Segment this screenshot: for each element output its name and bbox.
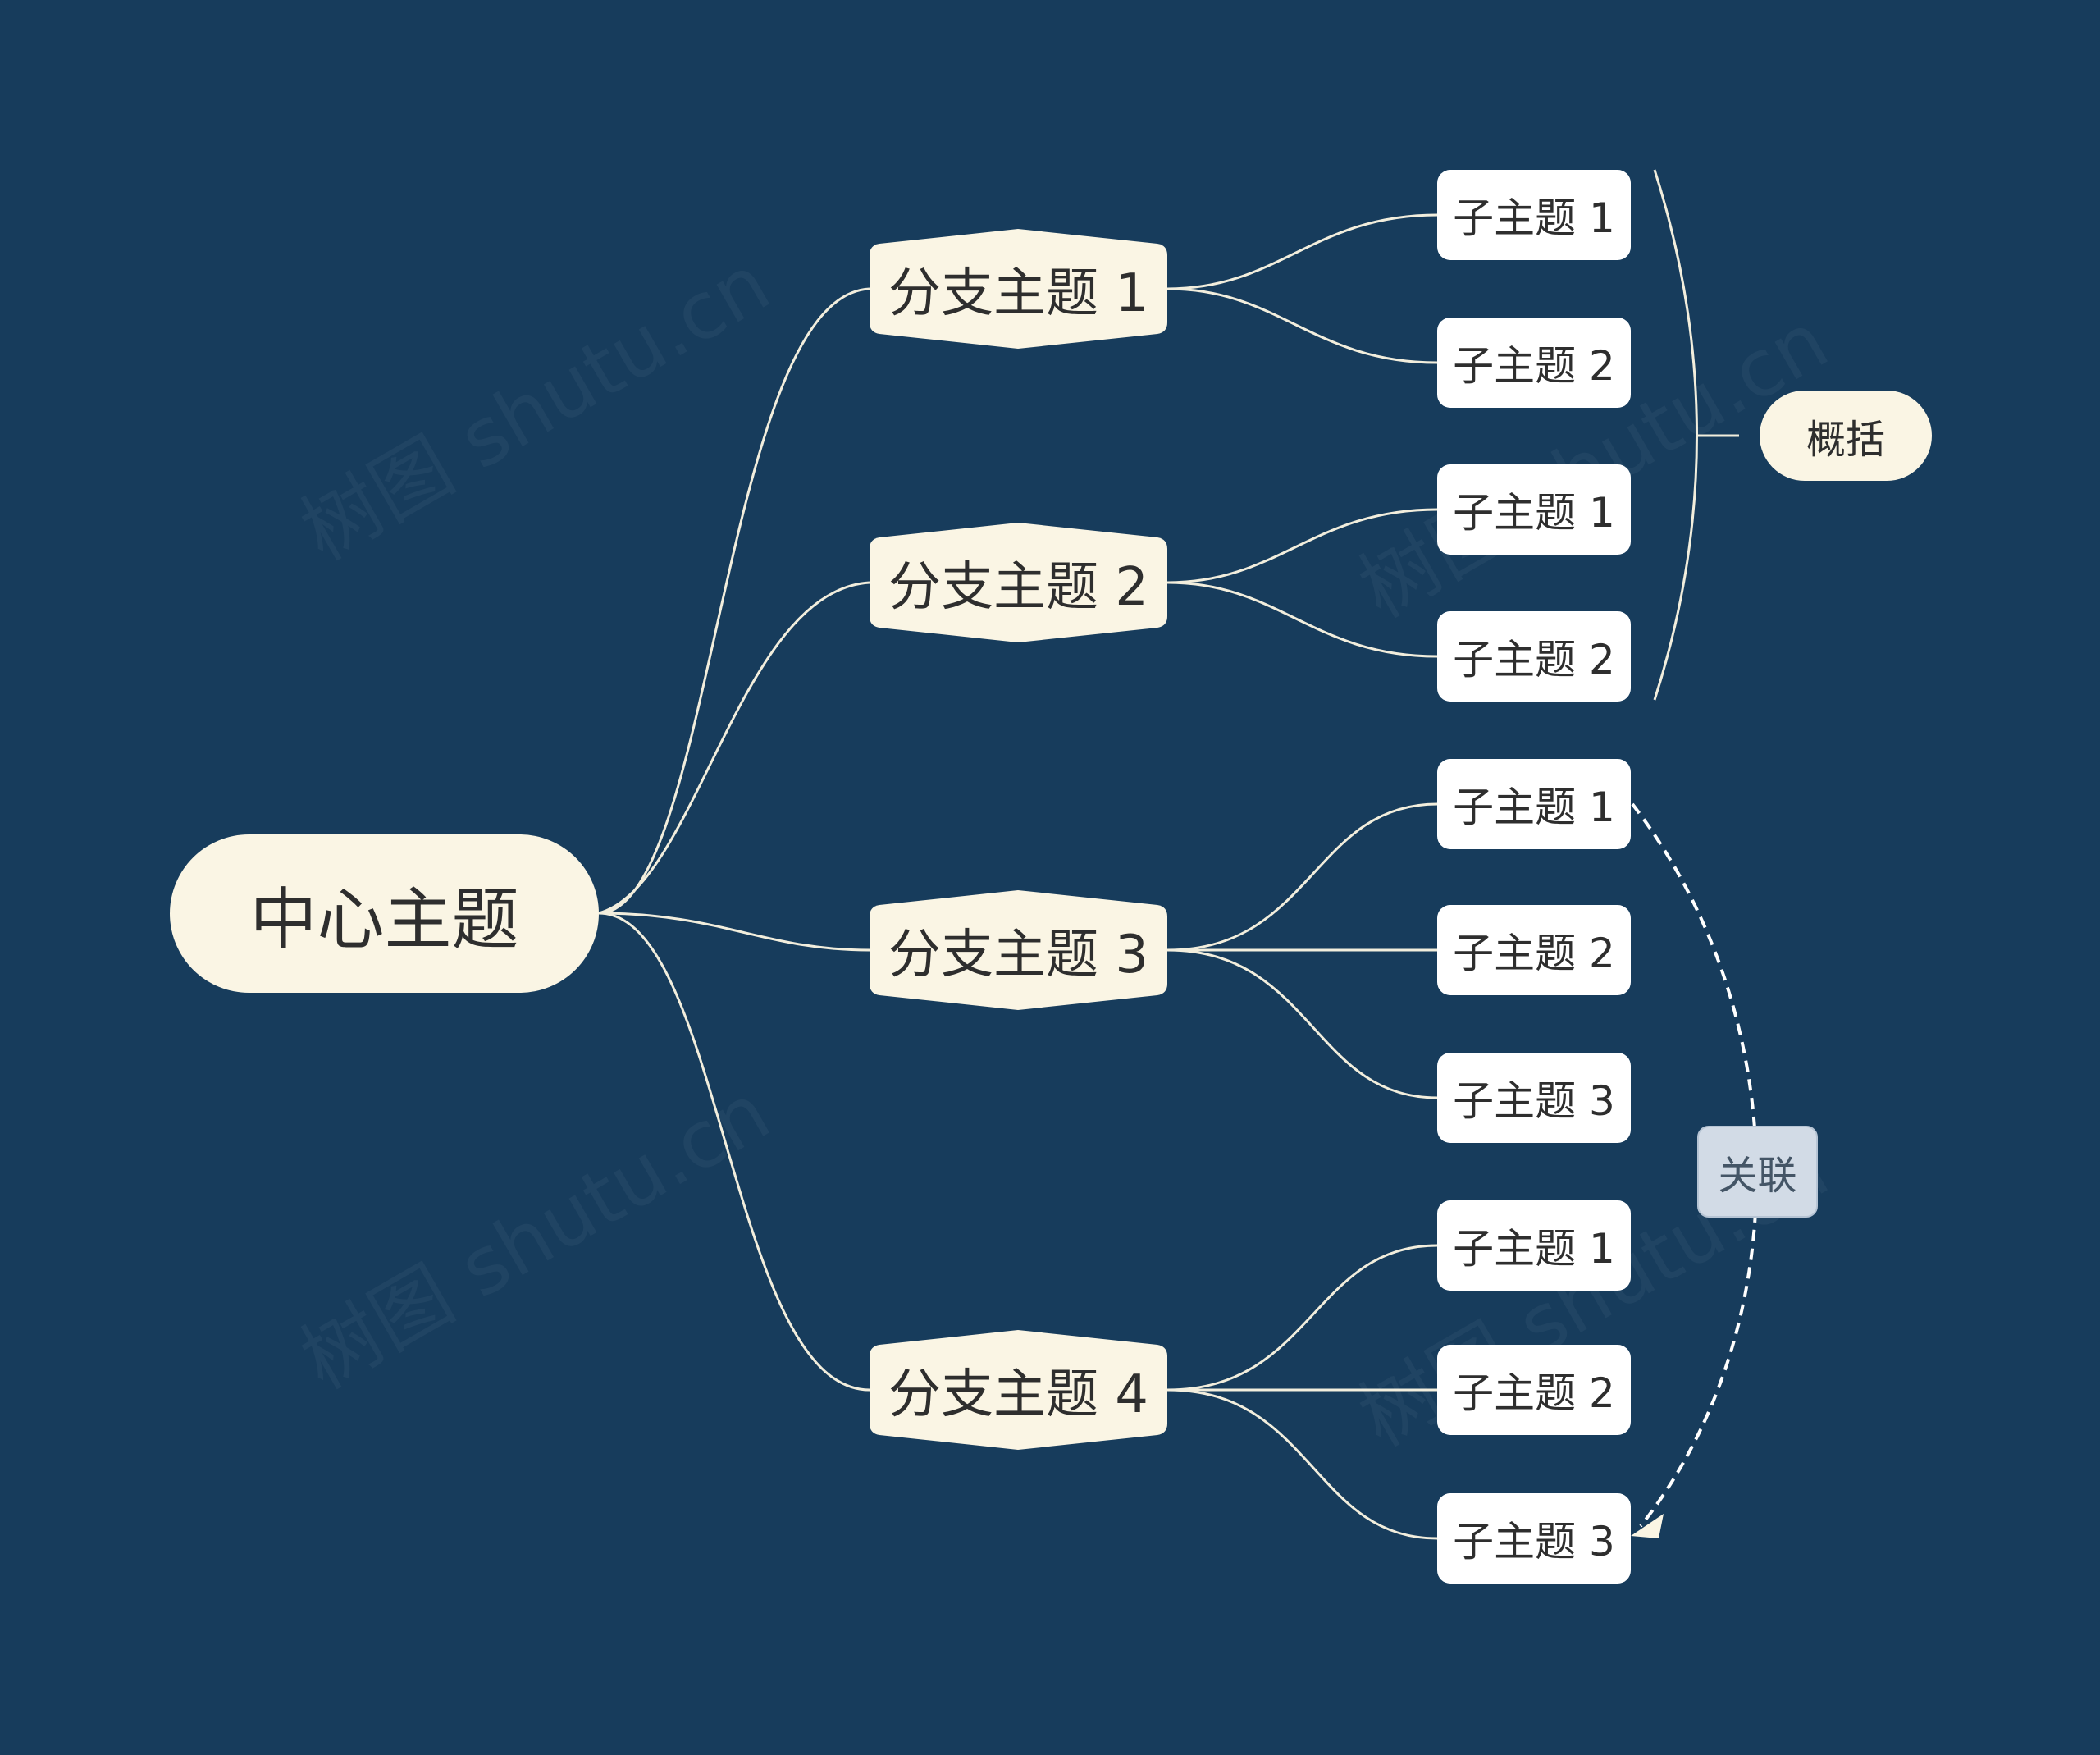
subtopic-label: 子主题 2	[1453, 1369, 1615, 1417]
branch-topic-label: 分支主题 1	[888, 263, 1149, 324]
link-central-branch-2	[598, 581, 870, 915]
subtopic-3-3[interactable]: 子主题 3	[1437, 1053, 1631, 1143]
relation-label-box[interactable]: 关联	[1697, 1126, 1818, 1218]
subtopic-1-1[interactable]: 子主题 1	[1437, 170, 1631, 260]
branch-topic-2[interactable]: 分支主题 2	[870, 523, 1167, 642]
branch-topic-label: 分支主题 4	[888, 1364, 1149, 1425]
subtopic-label: 子主题 1	[1453, 489, 1615, 537]
summary-label: 概括	[1806, 417, 1885, 463]
branch-topic-4[interactable]: 分支主题 4	[870, 1330, 1167, 1450]
subtopic-1-2[interactable]: 子主题 2	[1437, 318, 1631, 408]
link-central-branch-1	[598, 287, 870, 915]
subtopic-4-3[interactable]: 子主题 3	[1437, 1493, 1631, 1584]
link-central-branch-3	[598, 912, 870, 952]
subtopic-2-2[interactable]: 子主题 2	[1437, 611, 1631, 702]
subtopic-2-1[interactable]: 子主题 1	[1437, 464, 1631, 555]
subtopic-label: 子主题 1	[1453, 194, 1615, 242]
link-branch-2-sub-2	[1166, 581, 1438, 658]
central-topic-label: 中心主题	[249, 881, 519, 959]
link-branch-3-sub-3	[1166, 948, 1438, 1099]
link-branch-4-sub-1	[1166, 1244, 1438, 1392]
subtopic-label: 子主题 3	[1453, 1518, 1615, 1565]
subtopic-label: 子主题 2	[1453, 636, 1615, 683]
subtopic-label: 子主题 1	[1453, 784, 1615, 831]
subtopic-label: 子主题 2	[1453, 342, 1615, 390]
relation-arrow-line	[1631, 802, 1759, 1528]
subtopic-4-2[interactable]: 子主题 2	[1437, 1345, 1631, 1435]
branch-topic-3[interactable]: 分支主题 3	[870, 890, 1167, 1010]
summary-topic[interactable]: 概括	[1760, 391, 1932, 481]
branch-topic-1[interactable]: 分支主题 1	[870, 229, 1167, 349]
subtopic-3-2[interactable]: 子主题 2	[1437, 905, 1631, 995]
subtopic-4-1[interactable]: 子主题 1	[1437, 1200, 1631, 1291]
link-branch-1-sub-1	[1166, 213, 1438, 290]
link-branch-1-sub-2	[1166, 287, 1438, 364]
branch-topic-label: 分支主题 3	[888, 925, 1149, 985]
subtopic-label: 子主题 2	[1453, 930, 1615, 977]
branch-topic-label: 分支主题 2	[888, 557, 1149, 618]
link-branch-4-sub-3	[1166, 1388, 1438, 1540]
link-branch-2-sub-1	[1166, 508, 1438, 584]
relation-label: 关联	[1718, 1153, 1797, 1199]
link-branch-3-sub-1	[1166, 802, 1438, 952]
central-topic[interactable]: 中心主题	[170, 834, 599, 993]
link-central-branch-4	[598, 912, 870, 1392]
subtopic-label: 子主题 3	[1453, 1077, 1615, 1125]
relation-arrowhead	[1631, 1514, 1664, 1538]
subtopic-label: 子主题 1	[1453, 1225, 1615, 1273]
subtopic-3-1[interactable]: 子主题 1	[1437, 759, 1631, 849]
